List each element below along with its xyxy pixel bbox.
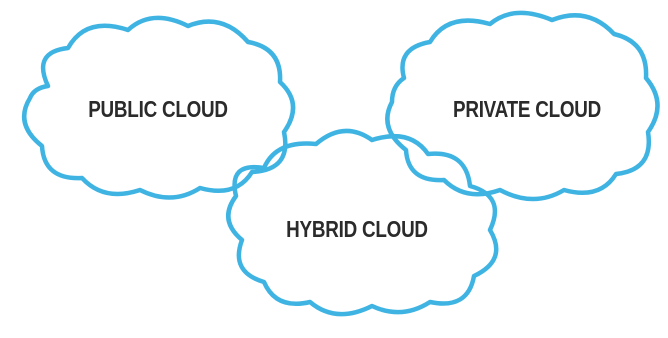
- public-cloud-shape: [21, 15, 296, 200]
- hybrid-cloud-shape: [226, 128, 499, 317]
- hybrid-cloud-label: HYBRID CLOUD: [286, 216, 428, 242]
- private-cloud-label: PRIVATE CLOUD: [452, 96, 602, 122]
- public-cloud-label: PUBLIC CLOUD: [88, 96, 228, 122]
- private-cloud-shape: [385, 10, 660, 202]
